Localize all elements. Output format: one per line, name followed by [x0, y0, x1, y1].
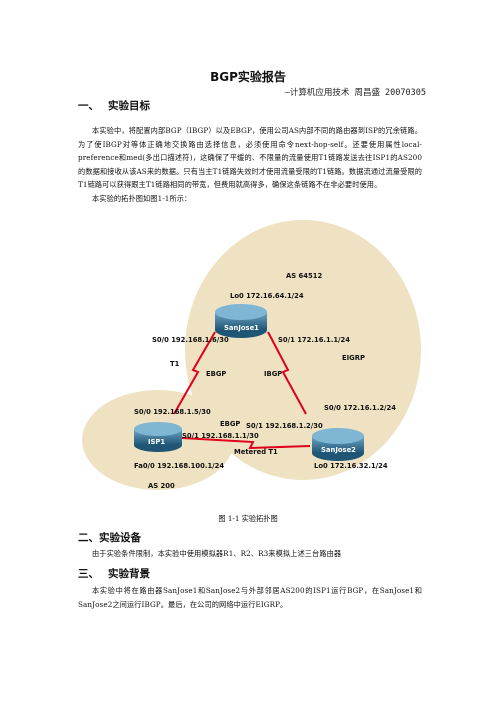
topology-diagram: AS 64512 EIGRP AS 200 Lo0 172.16.64.1/24…: [78, 200, 422, 510]
label-isp1: ISP1: [148, 438, 166, 446]
paragraph-background: 本实验中将在路由器SanJose1和SanJose2与外部邻居AS200的ISP…: [78, 586, 422, 609]
paragraph-equipment: 由于实验条件限制，本实验中使用模拟器R1、R2、R3来模拟上述三台路由器: [92, 549, 342, 558]
link-t1: [173, 331, 216, 415]
label-sj2-s01: S0/1 192.168.1.2/30: [246, 422, 323, 430]
label-sanjose1: SanJose1: [224, 324, 259, 332]
section-number: 三、: [78, 568, 99, 580]
label-isp1-s01: S0/1 192.168.1.1/30: [182, 432, 259, 440]
label-ibgp: IBGP: [264, 370, 283, 378]
document-title: BGP实验报告: [210, 70, 286, 84]
document-subtitle: —计算机应用技术 周昌盛 20070305: [284, 88, 426, 98]
label-as200: AS 200: [148, 482, 175, 490]
paragraph-topology-intro: 本实验的拓扑图如图1-1所示：: [92, 194, 192, 203]
router-isp1: [134, 422, 182, 452]
paragraph-goals: 本实验中，将配置内部BGP（IBGP）以及EBGP，使用公司AS内部不同的路由器…: [78, 126, 422, 189]
link-metered-t1: [181, 437, 311, 450]
label-metered-t1: Metered T1: [234, 448, 278, 456]
as64512-area: [185, 220, 421, 480]
label-ebgp-top: EBGP: [206, 370, 227, 378]
label-ebgp-bottom: EBGP: [220, 420, 241, 428]
section-heading-equipment: 二、实验设备: [78, 530, 141, 545]
label-sj1-s00: S0/0 192.168.1.6/30: [152, 336, 229, 344]
label-as64512: AS 64512: [286, 272, 323, 280]
router-sanjose2: [312, 428, 364, 461]
section-title: 实验设备: [99, 532, 141, 544]
label-isp1-fa00: Fa0/0 192.168.100.1/24: [134, 462, 225, 470]
section-number: 一、: [78, 100, 99, 112]
label-sj2-s00: S0/0 172.16.1.2/24: [324, 404, 396, 412]
section-title: 实验目标: [108, 100, 150, 112]
figure-caption: 图 1-1 实验拓扑图: [218, 514, 278, 523]
label-sanjose2: SanJose2: [321, 446, 356, 454]
router-sanjose1: [215, 304, 267, 338]
section-heading-background: 三、实验背景: [78, 566, 150, 581]
label-isp1-s00: S0/0 192.168.1.5/30: [134, 408, 211, 416]
topology-svg: [82, 220, 421, 490]
link-ibgp: [267, 331, 307, 415]
section-heading-goals: 一、实验目标: [78, 98, 150, 113]
label-sj2-lo0: Lo0 172.16.32.1/24: [314, 462, 388, 470]
label-t1: T1: [170, 360, 180, 368]
section-number: 二、: [78, 532, 99, 544]
label-sj1-lo0: Lo0 172.16.64.1/24: [230, 292, 304, 300]
label-sj1-s01: S0/1 172.16.1.1/24: [278, 336, 350, 344]
section-title: 实验背景: [108, 568, 150, 580]
label-eigrp: EIGRP: [342, 354, 365, 362]
